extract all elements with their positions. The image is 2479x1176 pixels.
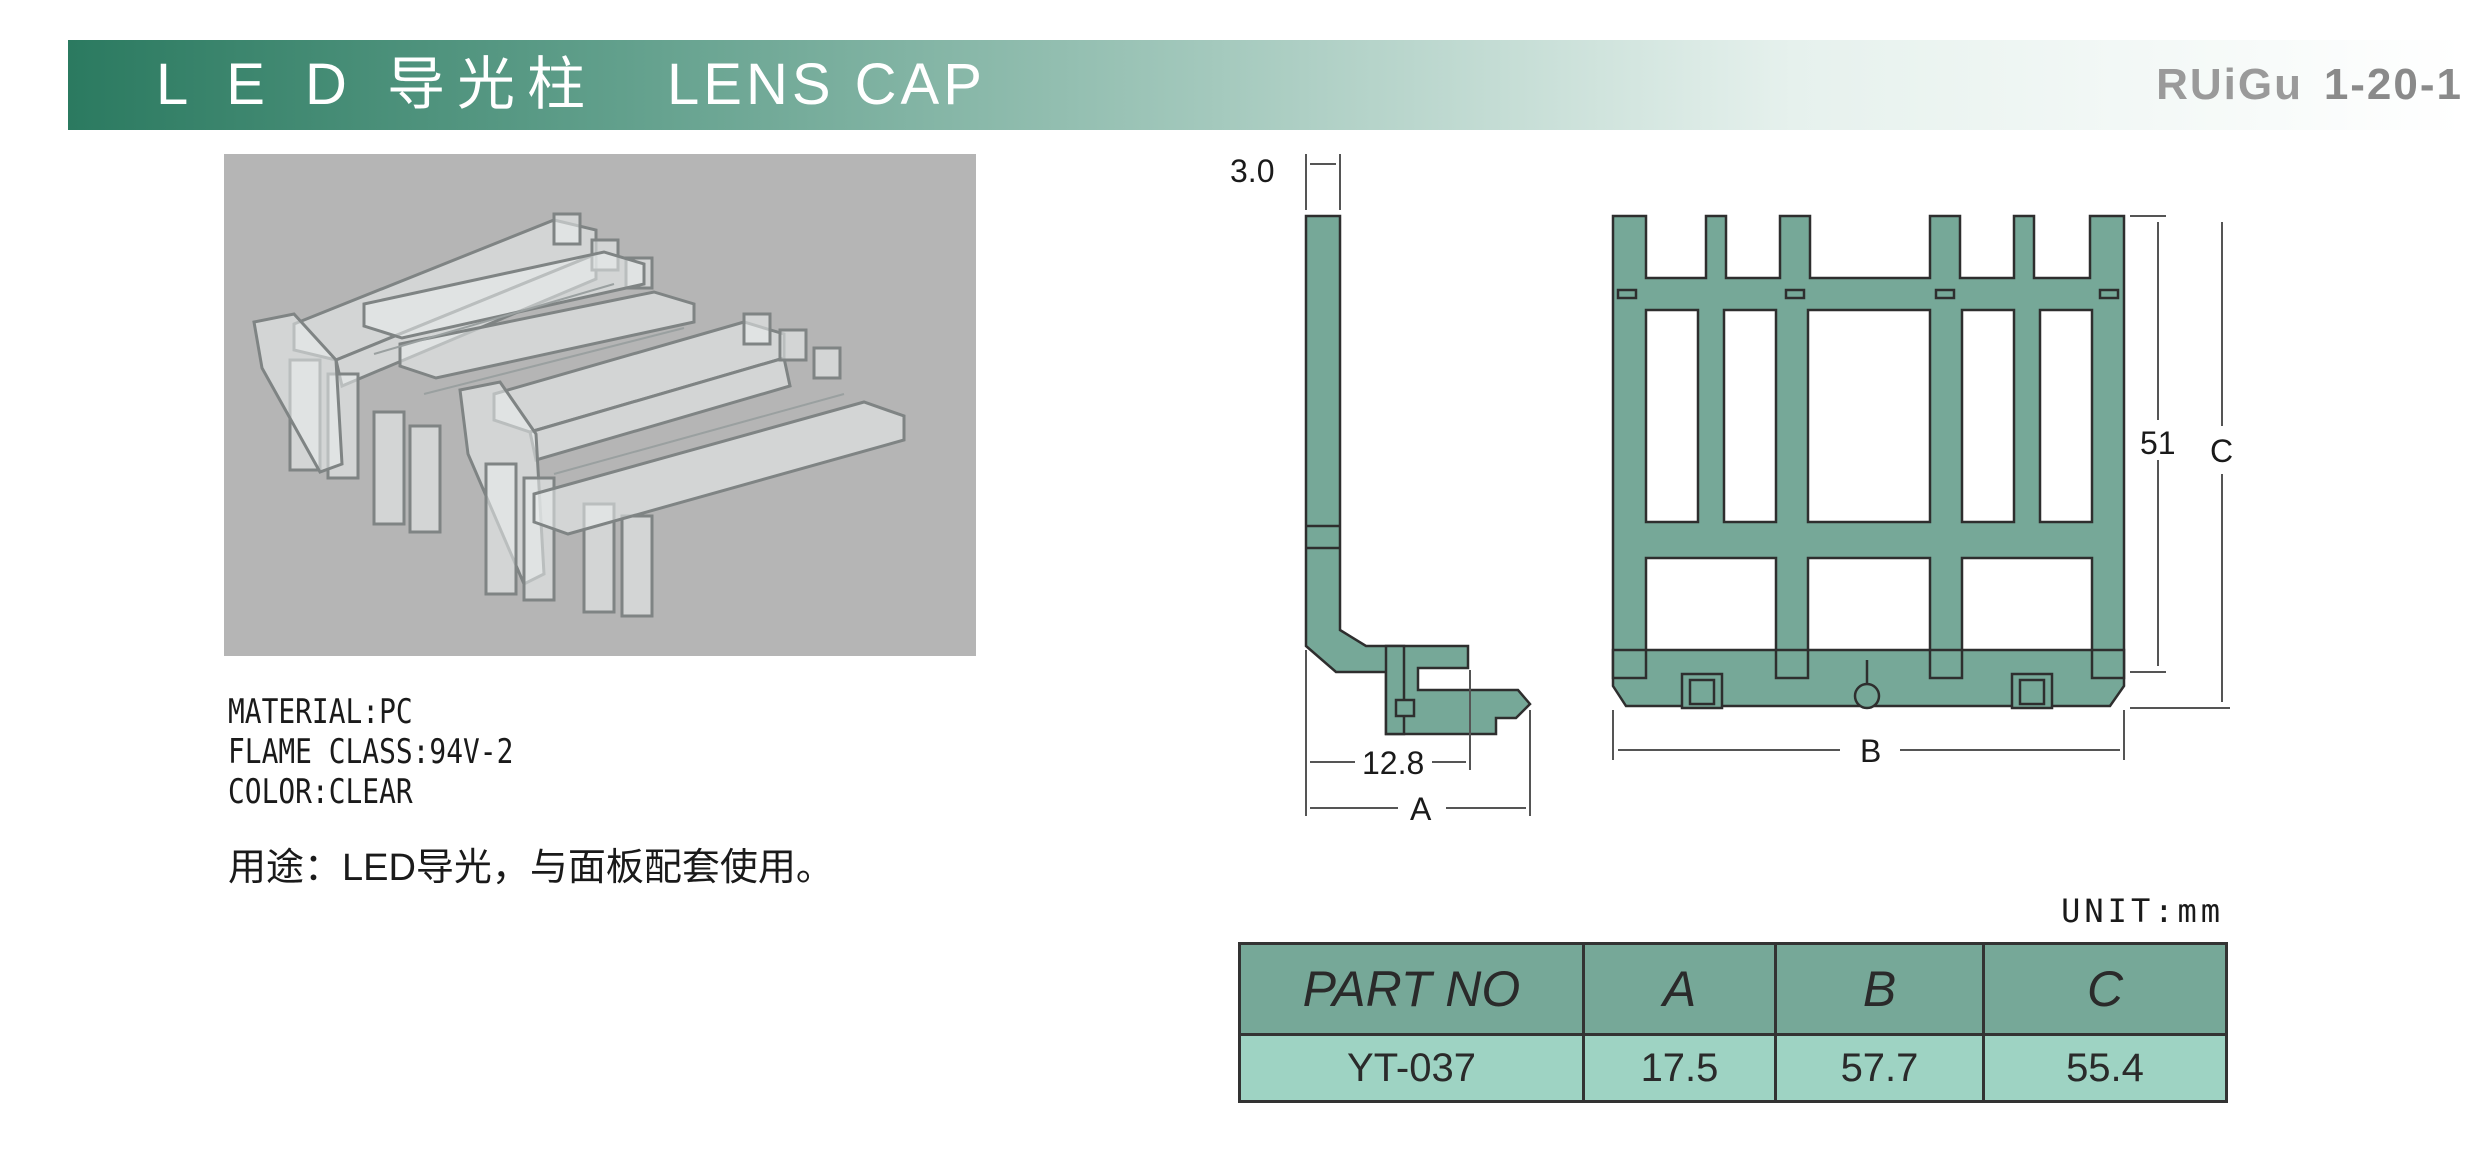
table-header-row: PART NO A B C — [1238, 942, 2228, 1036]
brand-name: RUiGu — [2156, 60, 2303, 109]
dimensions-table: PART NO A B C YT-037 17.5 57.7 55.4 — [1238, 942, 2228, 1103]
dim-c: C — [2210, 433, 2233, 469]
side-notch — [1394, 698, 1416, 718]
page-header: L E D 导光柱 LENS CAP RUiGu 1-20-1 — [68, 40, 2463, 130]
dim-a: A — [1410, 791, 1432, 827]
dim-height: 51 — [2140, 425, 2176, 461]
spec-color: COLOR:CLEAR — [228, 772, 413, 812]
col-a: A — [1582, 942, 1777, 1036]
technical-drawing: 3.0 12.8 A B 51 C — [1230, 153, 2233, 827]
material-specs: MATERIAL:PC FLAME CLASS:94V-2 COLOR:CLEA… — [228, 692, 513, 812]
page-number: 1-20-1 — [2323, 60, 2463, 109]
cell-a: 17.5 — [1582, 1033, 1777, 1103]
spec-material: MATERIAL:PC — [228, 692, 413, 732]
cell-b: 57.7 — [1774, 1033, 1985, 1103]
spec-flame-class: FLAME CLASS:94V-2 — [228, 732, 514, 772]
col-part-no: PART NO — [1238, 942, 1585, 1036]
cell-part-no: YT-037 — [1238, 1033, 1585, 1103]
col-b: B — [1774, 942, 1985, 1036]
lens-cap-render — [252, 212, 906, 618]
side-profile — [1304, 214, 1532, 736]
table-row: YT-037 17.5 57.7 55.4 — [1238, 1033, 2228, 1103]
col-c: C — [1982, 942, 2228, 1036]
title-en: LENS CAP — [667, 52, 986, 117]
page-title: L E D 导光柱 LENS CAP — [156, 40, 986, 130]
dim-inner: 12.8 — [1362, 745, 1424, 781]
side-slot — [1384, 644, 1406, 736]
dim-thickness: 3.0 — [1230, 153, 1274, 189]
cell-c: 55.4 — [1982, 1033, 2228, 1103]
unit-label: UNIT:mm — [2061, 892, 2224, 930]
front-grid — [1611, 214, 2126, 708]
dim-b: B — [1860, 733, 1881, 769]
usage-note: 用途：LED导光，与面板配套使用。 — [228, 847, 834, 889]
title-cn: L E D 导光柱 — [156, 52, 598, 117]
product-photo — [224, 154, 976, 656]
